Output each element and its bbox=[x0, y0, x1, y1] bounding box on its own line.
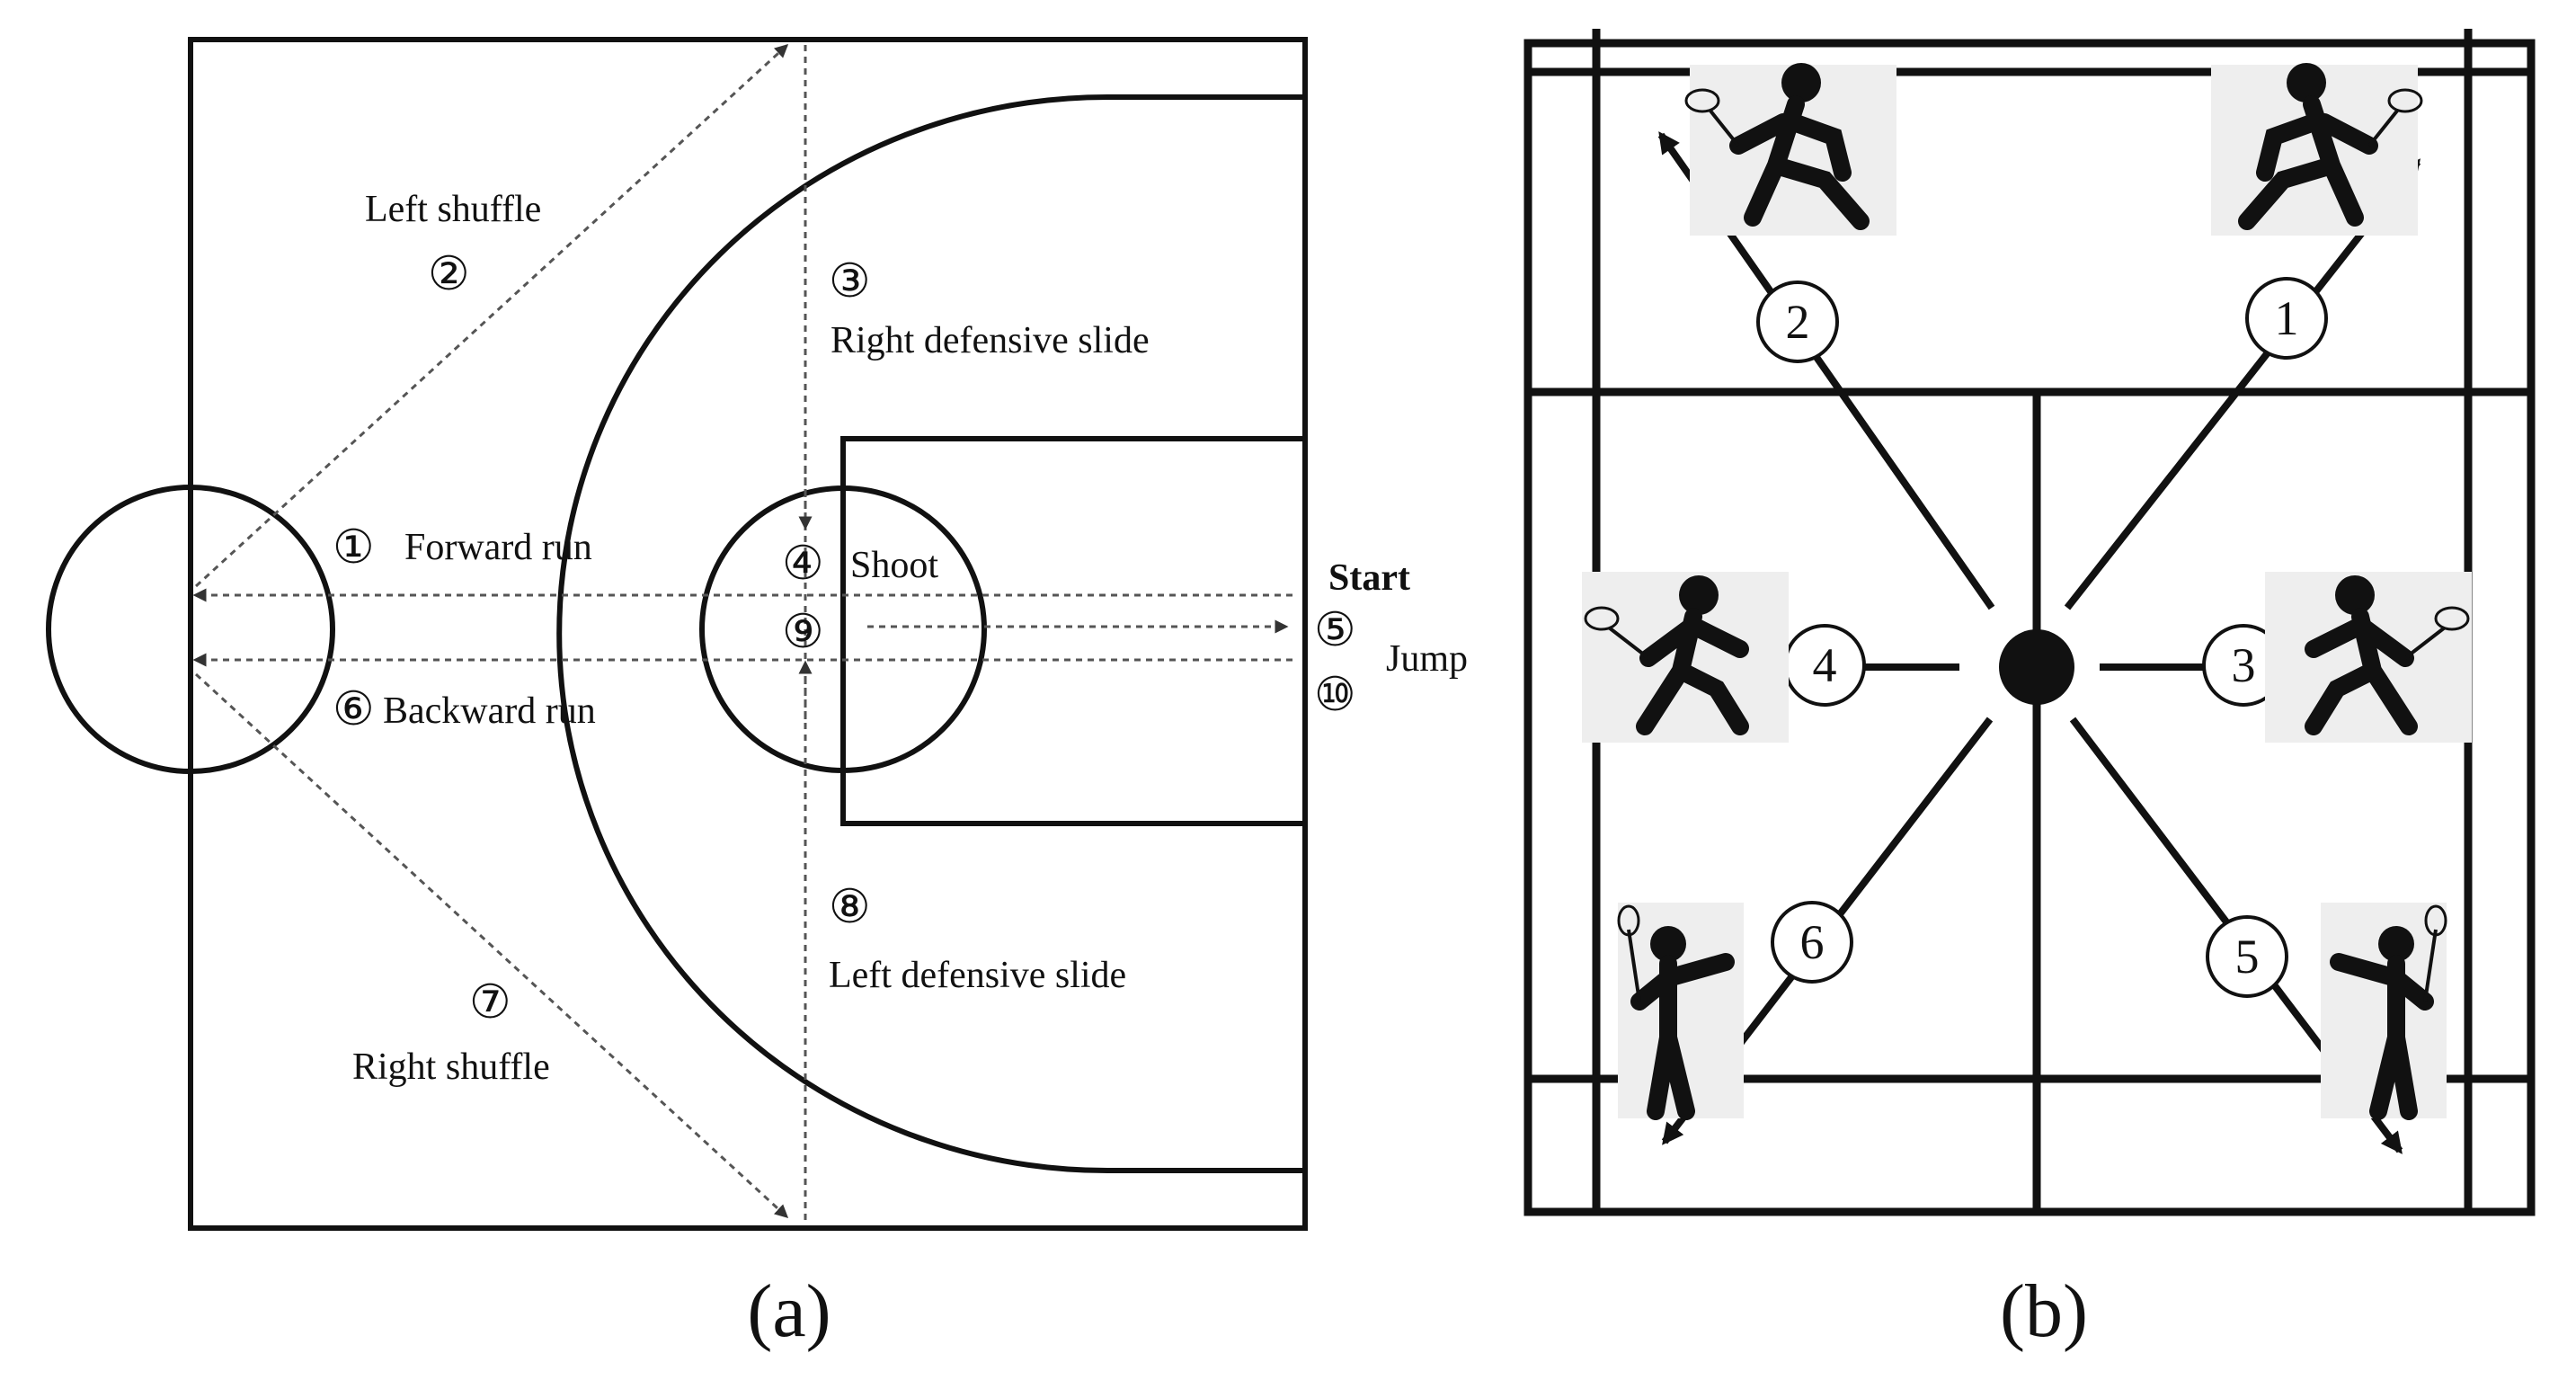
backward-run-number: ⑥ bbox=[333, 684, 375, 735]
marker-3-label: 3 bbox=[2232, 638, 2256, 692]
marker-2-circle bbox=[1756, 280, 1839, 363]
panel-a: Left shuffle ② ③ Right defensive slide ①… bbox=[46, 37, 1468, 1353]
movement-paths bbox=[192, 43, 1292, 1224]
marker-1-circle bbox=[2245, 277, 2328, 360]
arrow-1 bbox=[2064, 158, 2421, 610]
three-point-arc bbox=[556, 94, 1305, 1173]
paint-key bbox=[840, 436, 1308, 826]
jump-number-10: ⑩ bbox=[1314, 670, 1356, 721]
player-middle-right-icon bbox=[2265, 572, 2472, 743]
left-defensive-slide-label: Left defensive slide bbox=[829, 955, 1126, 996]
marker-5-circle bbox=[2206, 915, 2288, 998]
left-shuffle-number: ② bbox=[428, 249, 470, 300]
caption-a: (a) bbox=[747, 1269, 831, 1353]
marker-2-label: 2 bbox=[1786, 295, 1810, 349]
left-shuffle-label: Left shuffle bbox=[365, 189, 541, 230]
shoot-number: ④ bbox=[782, 539, 824, 590]
free-throw-circle bbox=[699, 485, 987, 773]
player-top-left-icon bbox=[1684, 63, 1896, 236]
marker-6-circle bbox=[1771, 901, 1853, 984]
shoot-label: Shoot bbox=[850, 545, 938, 586]
caption-b: (b) bbox=[2000, 1269, 2088, 1353]
marker-1-label: 1 bbox=[2275, 291, 2299, 345]
backward-run-label: Backward run bbox=[383, 690, 596, 732]
badminton-boundary bbox=[1523, 39, 2536, 1216]
marker-5-label: 5 bbox=[2235, 930, 2260, 984]
player-middle-left-icon bbox=[1582, 572, 1789, 743]
right-shuffle-label: Right shuffle bbox=[352, 1046, 550, 1088]
start-label: Start bbox=[1328, 557, 1410, 599]
forward-run-number: ① bbox=[333, 522, 375, 574]
jump-label: Jump bbox=[1386, 638, 1468, 680]
right-shuffle-path bbox=[194, 672, 789, 1219]
forward-run-label: Forward run bbox=[404, 527, 592, 568]
shoot-number-9: ⑨ bbox=[782, 607, 824, 658]
panel-b: 1 2 3 4 5 6 bbox=[1523, 29, 2536, 1353]
left-shuffle-path bbox=[194, 43, 789, 588]
left-defensive-slide-number: ⑧ bbox=[829, 882, 871, 933]
right-shuffle-number: ⑦ bbox=[469, 977, 511, 1028]
right-defensive-slide-number: ③ bbox=[829, 256, 871, 307]
center-circle bbox=[46, 485, 335, 774]
center-dot bbox=[1999, 629, 2074, 705]
right-defensive-slide-label: Right defensive slide bbox=[831, 320, 1150, 361]
marker-4-label: 4 bbox=[1813, 638, 1837, 692]
jump-number-5: ⑤ bbox=[1314, 605, 1356, 656]
player-bottom-left-icon bbox=[1617, 903, 1744, 1120]
marker-6-label: 6 bbox=[1800, 915, 1825, 969]
player-bottom-right-icon bbox=[2321, 903, 2447, 1120]
player-top-right-icon bbox=[2211, 63, 2423, 236]
number-markers: 1 2 3 4 5 6 bbox=[1756, 277, 2328, 998]
